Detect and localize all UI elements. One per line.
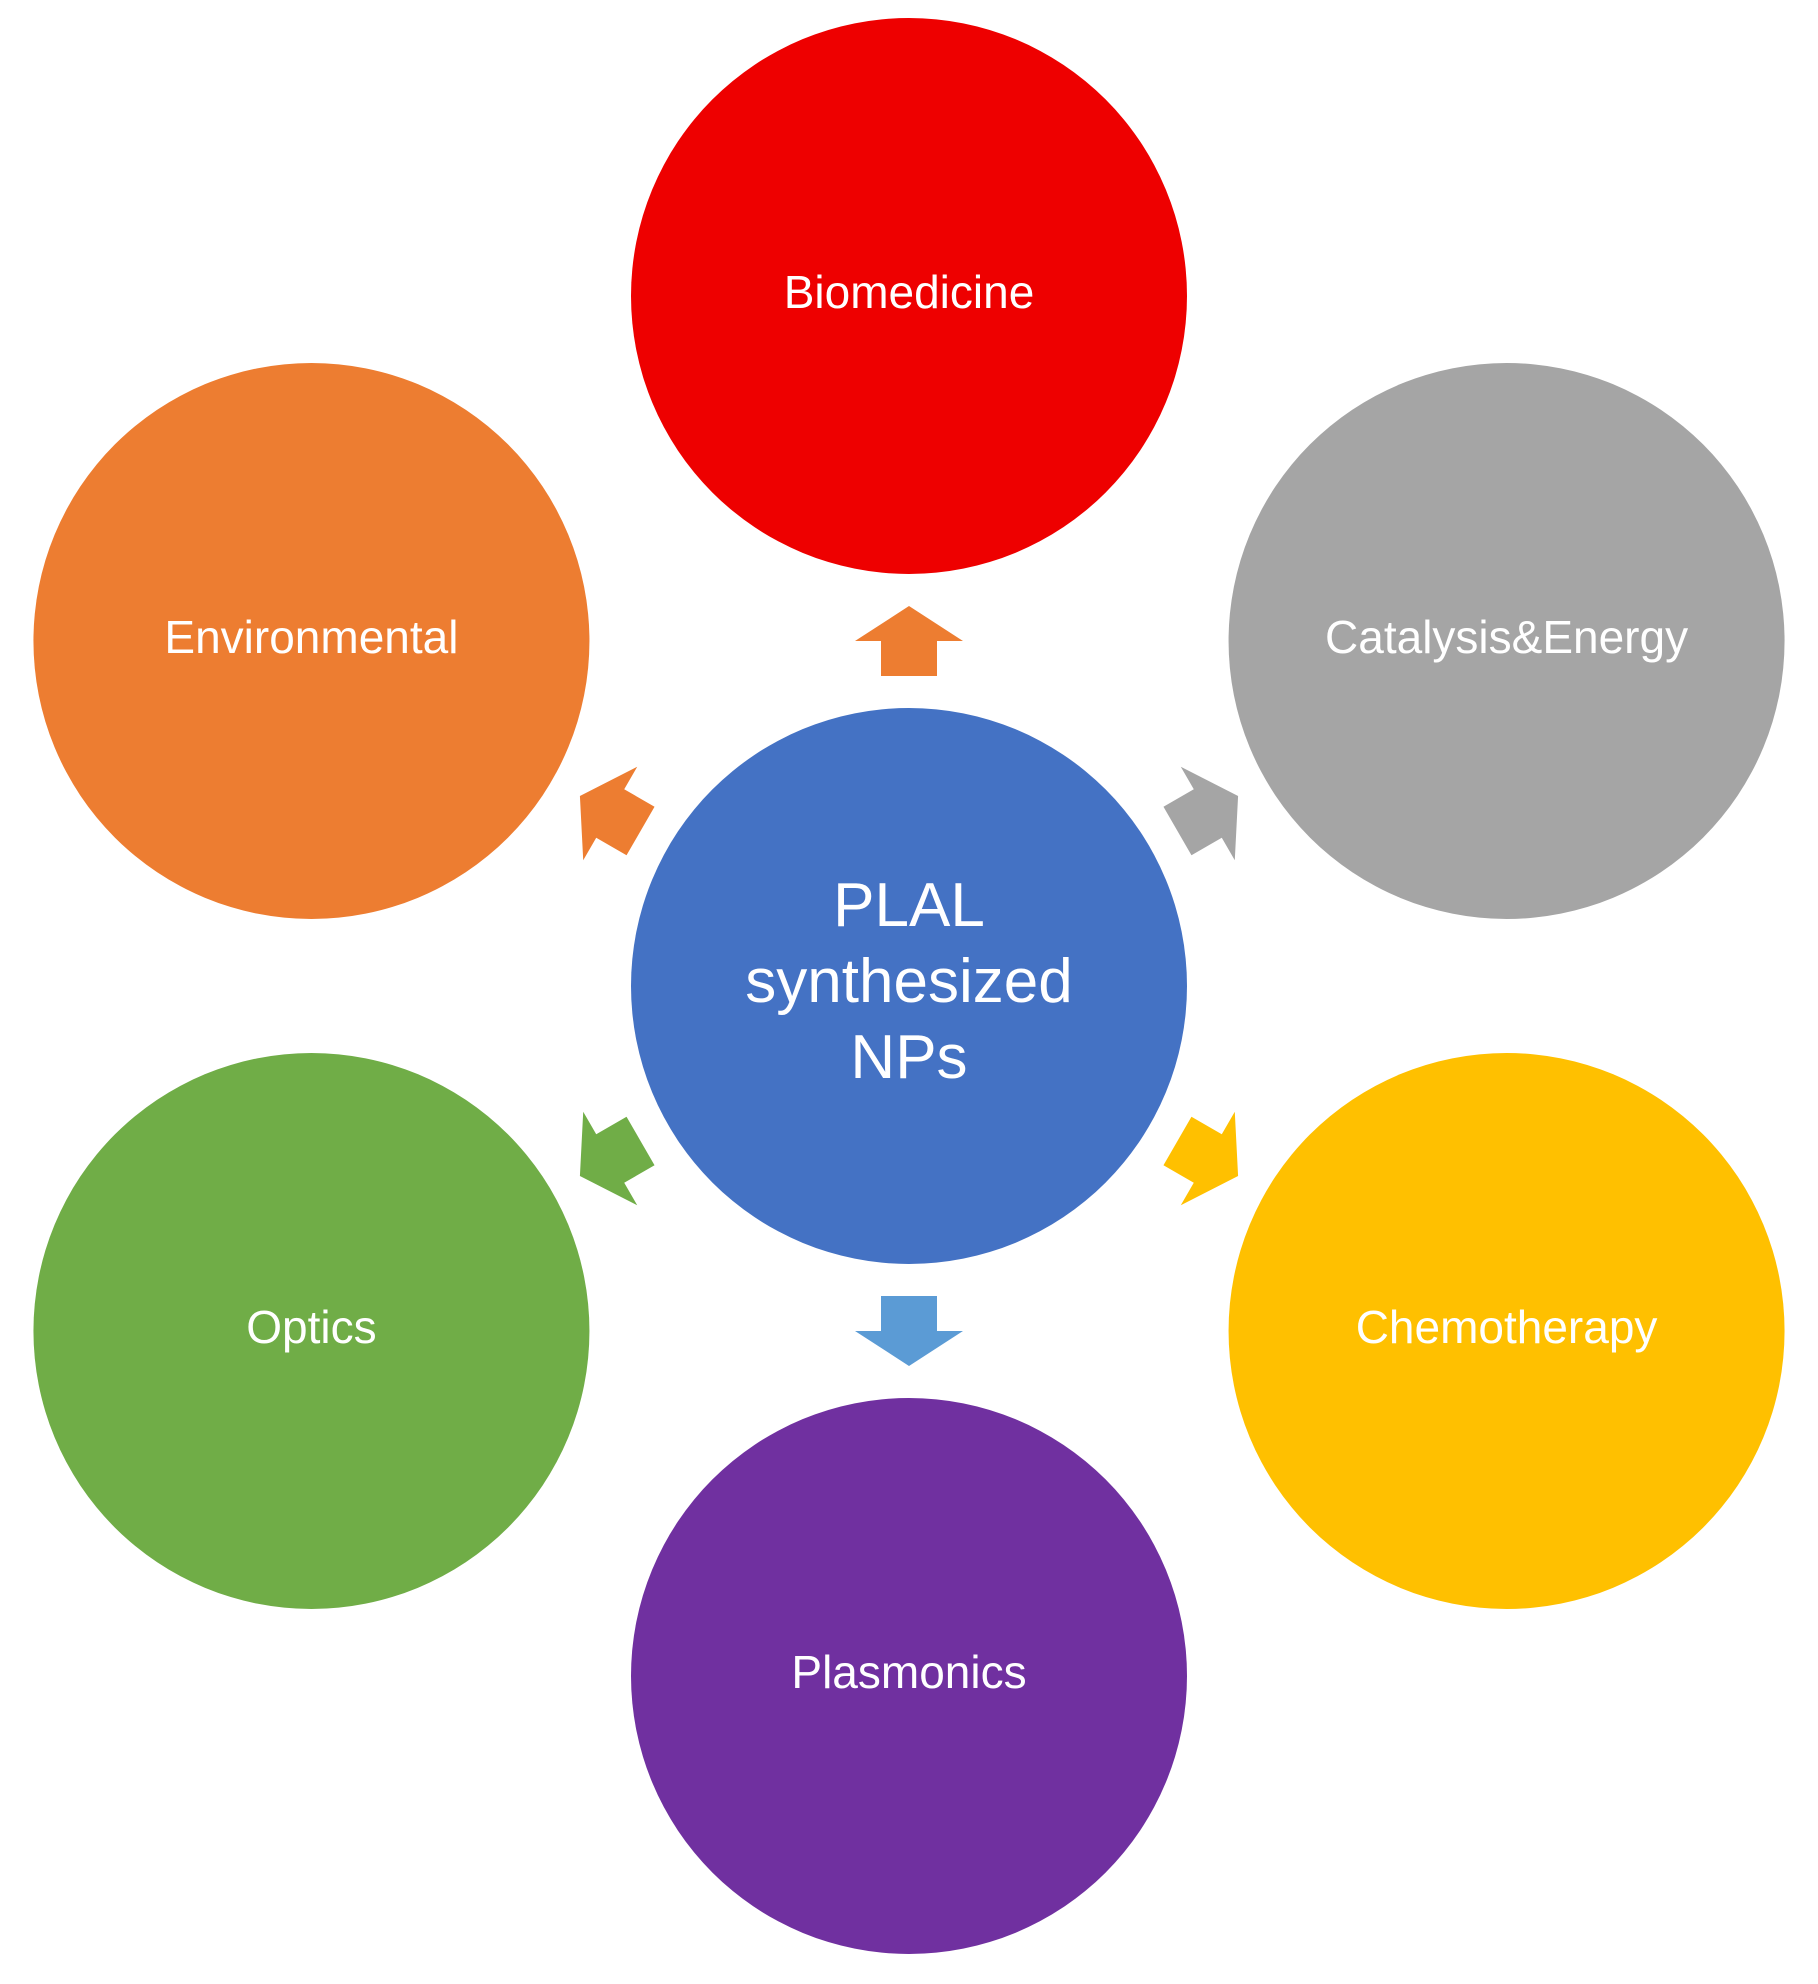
node-label-plasmonics: Plasmonics — [791, 1646, 1026, 1698]
center-circle — [631, 708, 1187, 1264]
arrows — [579, 606, 1239, 1366]
node-label-chemotherapy: Chemotherapy — [1356, 1301, 1658, 1353]
node-optics: Optics — [33, 1053, 590, 1609]
node-environmental: Environmental — [33, 363, 590, 919]
node-circle-chemotherapy — [1228, 1053, 1785, 1609]
center-label-line: NPs — [850, 1023, 967, 1092]
node-circle-environmental — [33, 363, 590, 919]
node-circle-biomedicine — [631, 18, 1187, 574]
arrow-to-optics — [579, 1111, 655, 1206]
center-label-line: PLAL — [833, 871, 985, 940]
arrow-to-environmental — [579, 766, 655, 861]
node-plasmonics: Plasmonics — [631, 1398, 1187, 1954]
arrow-to-plasmonics — [855, 1296, 963, 1366]
node-label-catalysis-energy: Catalysis&Energy — [1325, 611, 1688, 663]
node-circle-plasmonics — [631, 1398, 1187, 1954]
center-label-line: synthesized — [745, 947, 1072, 1016]
node-label-environmental: Environmental — [164, 611, 458, 663]
node-biomedicine: Biomedicine — [631, 18, 1187, 574]
node-label-biomedicine: Biomedicine — [784, 266, 1035, 318]
arrow-to-biomedicine — [855, 606, 963, 676]
node-circle-catalysis-energy — [1228, 363, 1785, 919]
node-circle-optics — [33, 1053, 590, 1609]
arrow-to-chemotherapy — [1163, 1111, 1239, 1206]
node-chemotherapy: Chemotherapy — [1228, 1053, 1785, 1609]
nodes: BiomedicineCatalysis&EnergyChemotherapyP… — [33, 18, 1785, 1954]
arrow-to-catalysis-energy — [1163, 766, 1239, 861]
node-catalysis-energy: Catalysis&Energy — [1228, 363, 1785, 919]
node-label-optics: Optics — [246, 1301, 376, 1353]
